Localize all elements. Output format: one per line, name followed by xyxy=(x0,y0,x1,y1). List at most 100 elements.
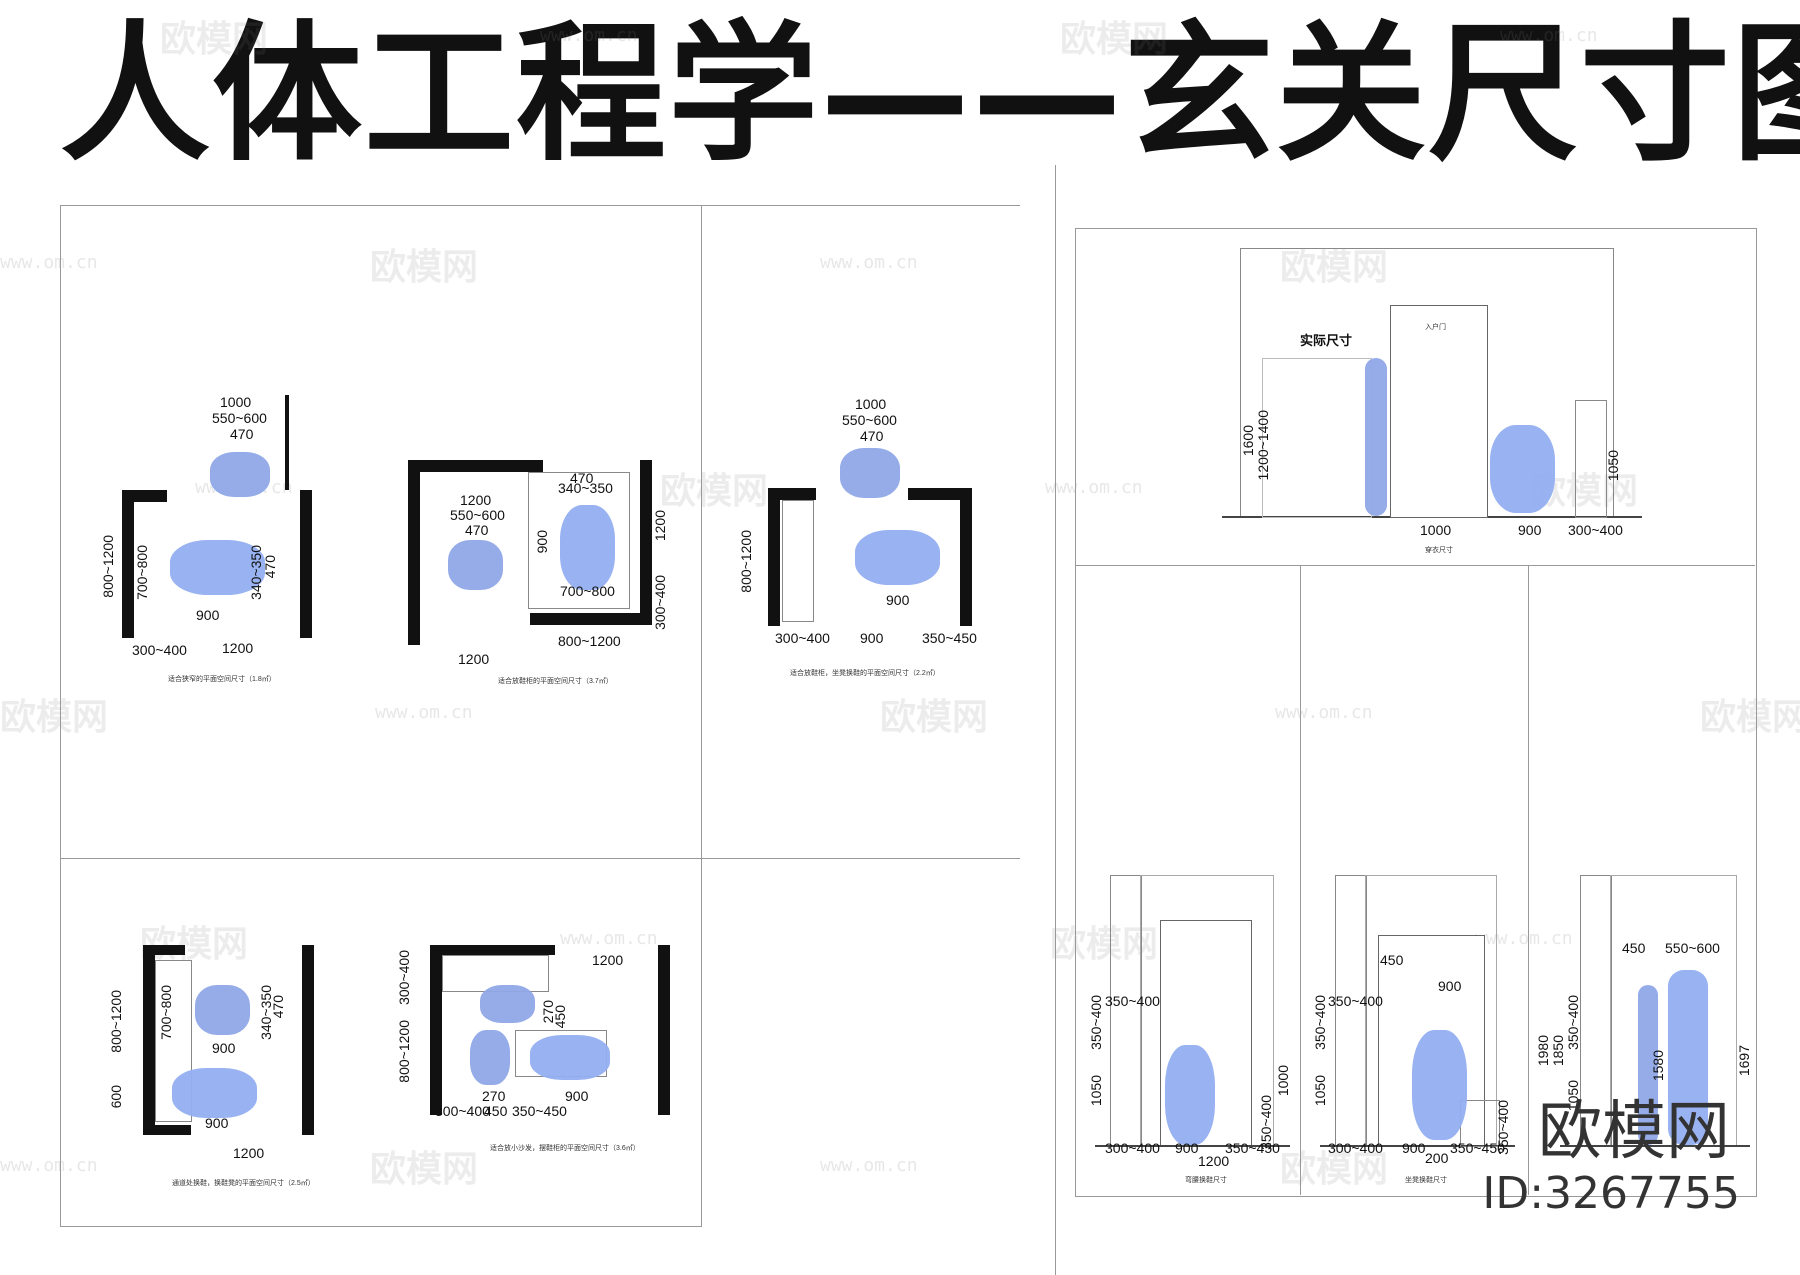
person-crouching xyxy=(172,1068,257,1118)
elevation-caption: 坐凳换鞋尺寸 xyxy=(1405,1177,1447,1184)
wall-left xyxy=(430,945,442,1115)
watermark-url: www.om.cn xyxy=(1475,928,1573,949)
tall-cabinet xyxy=(1110,875,1142,1147)
elevation-heading: 实际尺寸 xyxy=(1300,333,1353,348)
wall-top-left xyxy=(143,945,185,955)
plan-caption: 适合放小沙发，摆鞋柜的平面空间尺寸（3.6㎡） xyxy=(490,1145,640,1152)
dim-label: 800~1200 xyxy=(100,535,116,598)
watermark-url: www.om.cn xyxy=(560,928,658,949)
dim-label: 470 xyxy=(570,470,594,486)
wall-right xyxy=(302,945,314,1135)
dim-label: 900 xyxy=(1402,1140,1426,1156)
dim-label: 470 xyxy=(270,995,286,1019)
dim-label: 470 xyxy=(465,522,489,538)
watermark-brand: 欧模网 xyxy=(1280,1149,1389,1190)
dim-label: 1200 xyxy=(592,952,624,968)
person-crouching xyxy=(170,540,265,595)
watermark-url: www.om.cn xyxy=(1045,477,1143,498)
dim-label: 1200 xyxy=(460,492,492,508)
dim-label: 900 xyxy=(212,1040,236,1056)
dim-label: 300~400 xyxy=(396,950,412,1005)
dim-label: 1000 xyxy=(1420,522,1452,538)
coat-rack xyxy=(1262,358,1372,518)
wall-left xyxy=(768,488,780,626)
person-bending xyxy=(560,505,615,590)
dim-label: 900 xyxy=(1438,978,1462,994)
center-divider xyxy=(1055,165,1056,1275)
floor-line xyxy=(1560,1145,1750,1147)
dim-label: 800~1200 xyxy=(396,1020,412,1083)
dim-label: 1200 xyxy=(233,1145,265,1161)
dim-label: 1000 xyxy=(220,394,252,410)
dim-label: 300~400 xyxy=(1328,1140,1383,1156)
wall-left xyxy=(143,945,155,1135)
dim-label: 300~400 xyxy=(1568,522,1623,538)
wall-top-left xyxy=(768,488,816,500)
person-bending xyxy=(1490,425,1555,513)
dim-label: 1200~1400 xyxy=(1255,410,1271,481)
dim-label: 350~450 xyxy=(1450,1140,1505,1156)
watermark-brand: 欧模网 xyxy=(160,19,269,60)
person-top-view xyxy=(210,452,270,497)
wall-top xyxy=(408,460,543,472)
plan-caption: 适合狭窄的平面空间尺寸（1.8㎡） xyxy=(168,676,276,683)
dim-label: 350~400 xyxy=(1088,995,1104,1050)
dim-label: 300~400 xyxy=(775,630,830,646)
dim-label: 900 xyxy=(886,592,910,608)
dim-label: 1000 xyxy=(855,396,887,412)
dim-label: 1697 xyxy=(1736,1045,1752,1077)
dim-label: 350~450 xyxy=(922,630,977,646)
dim-label: 900 xyxy=(860,630,884,646)
elevation-caption: 弯腰换鞋尺寸 xyxy=(1185,1177,1227,1184)
dim-label: 900 xyxy=(205,1115,229,1131)
watermark-url: www.om.cn xyxy=(1275,702,1373,723)
right-sheet-column-2 xyxy=(1528,565,1529,1195)
dim-label: 700~800 xyxy=(134,545,150,600)
plan-caption: 适合放鞋柜，坐凳换鞋的平面空间尺寸（2.2㎡） xyxy=(790,670,940,677)
dim-label: 350~400 xyxy=(1105,993,1160,1009)
shoe-cabinet xyxy=(782,500,814,622)
dim-label: 470 xyxy=(262,555,278,579)
person-standing xyxy=(1365,358,1387,516)
left-sheet-top-rule xyxy=(60,205,1020,206)
watermark-brand: 欧模网 xyxy=(140,924,249,965)
wall-right xyxy=(960,488,972,626)
dim-label: 1600 xyxy=(1240,425,1256,457)
dim-label: 800~1200 xyxy=(738,530,754,593)
dim-label: 350~400 xyxy=(1328,993,1383,1009)
person-seated xyxy=(470,1030,510,1085)
dim-label: 800~1200 xyxy=(558,633,621,649)
shoe-cabinet xyxy=(155,960,192,1122)
dim-label: 350~400 xyxy=(1495,1100,1511,1155)
wall-top xyxy=(430,945,555,955)
person-seated xyxy=(1412,1030,1467,1140)
door-jamb xyxy=(285,395,289,490)
person-reclining xyxy=(530,1035,610,1080)
dim-label: 600 xyxy=(108,1085,124,1109)
dim-label: 1200 xyxy=(652,510,668,542)
watermark-url: www.om.cn xyxy=(820,252,918,273)
floor-line xyxy=(1320,1145,1515,1147)
brand-id: ID:3267755 xyxy=(1482,1168,1740,1219)
dim-label: 350~400 xyxy=(1565,995,1581,1050)
dim-label: 1050 xyxy=(1088,1075,1104,1107)
right-sheet-column-1 xyxy=(1300,565,1301,1195)
dim-label: 1200 xyxy=(458,651,490,667)
door-label: 入户门 xyxy=(1425,324,1446,331)
watermark-url: www.om.cn xyxy=(0,1155,98,1176)
person-top-view xyxy=(480,985,535,1023)
dim-label: 470 xyxy=(230,426,254,442)
dim-label: 900 xyxy=(196,607,220,623)
dim-label: 470 xyxy=(860,428,884,444)
dim-label: 700~800 xyxy=(560,583,615,599)
tall-cabinet xyxy=(1335,875,1367,1147)
wall-top-right xyxy=(908,488,972,500)
watermark-brand: 欧模网 xyxy=(0,697,109,738)
dim-label: 450 xyxy=(552,1005,568,1029)
wall-right xyxy=(300,490,312,638)
dim-label: 1200 xyxy=(1198,1153,1230,1169)
plan-caption: 通道处换鞋，换鞋凳的平面空间尺寸（2.5㎡） xyxy=(172,1180,315,1187)
dim-label: 1980 xyxy=(1535,1035,1551,1067)
watermark-brand: 欧模网 xyxy=(370,247,479,288)
dim-label: 450 xyxy=(484,1103,508,1119)
